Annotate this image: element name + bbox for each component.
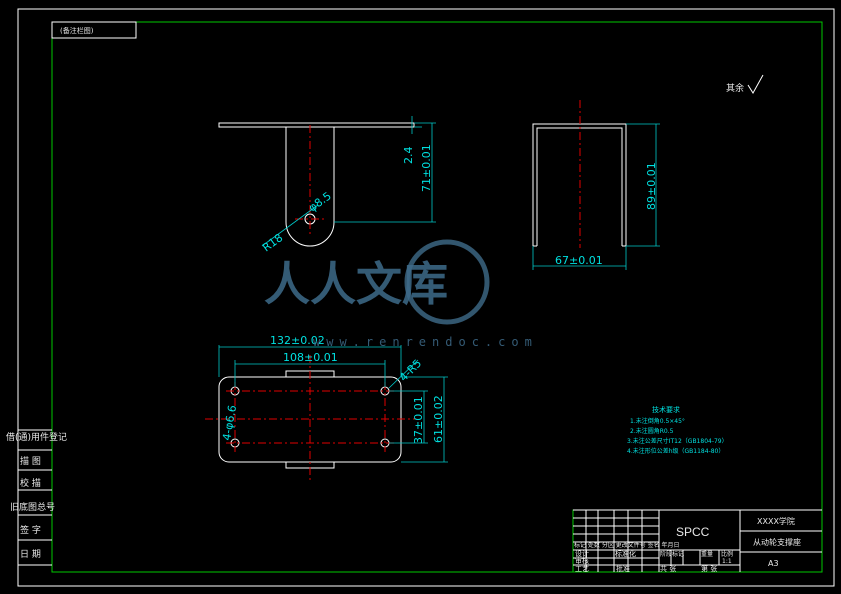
tech-req-item-2: 2.未注圆角R0.5 (630, 427, 674, 435)
front-view-top-plate (218, 122, 415, 128)
roughness-check-icon (747, 74, 764, 94)
title-block-sheet-size: A3 (768, 559, 779, 568)
tech-req-item-3: 3.未注公差尺寸IT12（GB1804-79） (627, 437, 728, 445)
title-block-weight: 重量 (701, 550, 713, 558)
title-block-part-name: 从动轮支撑座 (753, 537, 801, 547)
outer-frame (17, 8, 835, 587)
front-view: 2.4 71±0.01 R18 φ8.5 (218, 116, 436, 254)
dim-thickness: 2.4 (402, 147, 415, 165)
inner-frame (51, 21, 823, 573)
front-view-tab (285, 127, 335, 247)
dim-length-132: 132±0.02 (270, 334, 325, 347)
side-table-row-6: 日 期 (20, 549, 41, 560)
title-block: 标记 处数 分区 更改文件号 签名 年月日 设计 标准化 审核 工艺 批准 SP… (572, 509, 823, 573)
dim-width-61: 61±0.02 (432, 395, 445, 443)
tech-req-item-1: 1.未注倒角0.5×45° (630, 417, 685, 425)
title-block-school: XXXX学院 (757, 516, 795, 526)
watermark: 人人文库 www.renrendoc.com (264, 239, 538, 349)
tech-req-item-4: 4.未注形位公差h级（GB1184-80） (627, 447, 724, 455)
dim-height-89: 89±0.01 (645, 162, 658, 210)
title-block-review: 审核 (575, 556, 589, 565)
watermark-url: www.renrendoc.com (313, 335, 538, 349)
side-table-row-2: 描 图 (20, 455, 41, 467)
dim-height-71: 71±0.01 (420, 144, 433, 192)
watermark-logo-ring (404, 239, 490, 325)
side-table-row-3: 校 描 (20, 477, 41, 489)
title-block-stage-mark: 阶段标记 (660, 550, 684, 558)
side-table: 借(通)用件登记 描 图 校 描 旧底图总号 签 字 日 期 (6, 429, 67, 566)
title-block-header-row: 标记 处数 分区 更改文件号 签名 年月日 (574, 541, 680, 549)
watermark-text: 人人文库 (264, 257, 448, 311)
dim-4-hole: 4-φ6.6 (220, 404, 239, 441)
title-block-designer: 设计 (575, 549, 589, 558)
corner-label-box (51, 21, 137, 39)
title-block-material: SPCC (676, 525, 710, 539)
title-block-sheet-no: 第 张 (701, 564, 717, 573)
title-block-standardize: 标准化 (615, 549, 636, 558)
corner-label: (备注栏图) (60, 26, 94, 35)
side-view: 89±0.01 67±0.01 (532, 100, 660, 270)
dim-r18: R18 (260, 231, 285, 254)
title-block-process: 工艺 (575, 565, 589, 573)
side-table-row-4: 旧底图总号 (10, 501, 55, 513)
tech-requirements: 技术要求 1.未注倒角0.5×45° 2.未注圆角R0.5 3.未注公差尺寸IT… (627, 405, 728, 455)
top-view: 132±0.02 108±0.01 4-R5 4-φ6.6 37±0.01 61… (205, 334, 448, 480)
roughness-note: 其余 (726, 82, 744, 94)
side-table-row-5: 签 字 (20, 524, 41, 536)
dim-spacing-37: 37±0.01 (412, 396, 425, 444)
dim-width-67: 67±0.01 (555, 254, 603, 267)
title-block-scale: 1:1 (722, 558, 732, 565)
dim-spacing-108: 108±0.01 (283, 351, 338, 364)
title-block-approve: 批准 (616, 564, 630, 573)
side-table-row-1: 借(通)用件登记 (6, 431, 67, 443)
tech-req-title: 技术要求 (652, 405, 680, 414)
title-block-sheets-total: 共 张 (660, 564, 676, 573)
title-block-scale-label: 比例 (721, 550, 733, 558)
